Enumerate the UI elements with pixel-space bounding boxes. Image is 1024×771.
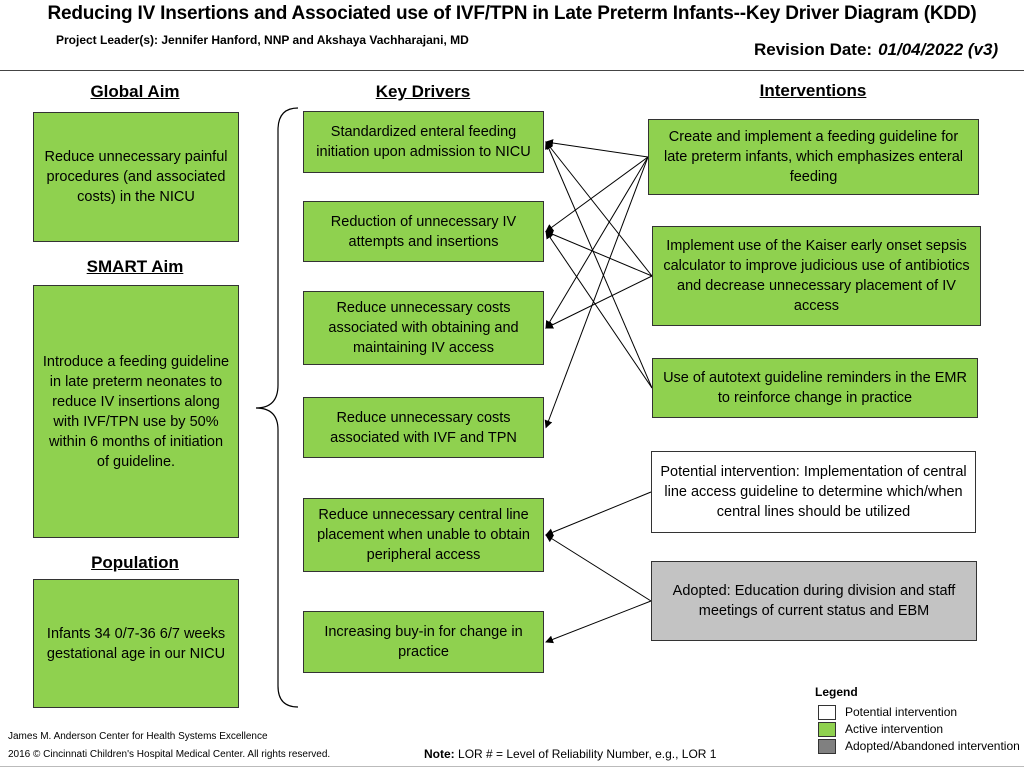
smart-aim-text: Introduce a feeding guideline in late pr… bbox=[42, 353, 230, 470]
header-divider bbox=[0, 70, 1024, 71]
link-intervention-3-driver-2 bbox=[545, 230, 653, 389]
driver-text: Standardized enteral feeding initiation … bbox=[316, 124, 531, 160]
population-box: Infants 34 0/7-36 6/7 weeks gestational … bbox=[33, 579, 239, 708]
link-intervention-3-driver-1 bbox=[545, 141, 653, 389]
revision-date: Revision Date: 01/04/2022 (v3) bbox=[754, 40, 998, 60]
driver-box-3: Reduce unnecessary costs associated with… bbox=[303, 291, 544, 365]
intervention-text: Create and implement a feeding guideline… bbox=[663, 129, 963, 185]
legend-title: Legend bbox=[815, 685, 858, 699]
driver-text: Increasing buy-in for change in practice bbox=[324, 624, 523, 660]
driver-box-1: Standardized enteral feeding initiation … bbox=[303, 111, 544, 173]
intervention-text: Potential intervention: Implementation o… bbox=[660, 464, 967, 520]
footer-note: Note: LOR # = Level of Reliability Numbe… bbox=[424, 747, 716, 761]
driver-box-2: Reduction of unnecessary IV attempts and… bbox=[303, 201, 544, 262]
legend-label-potential: Potential intervention bbox=[845, 705, 958, 719]
link-intervention-2-driver-1 bbox=[545, 141, 653, 277]
legend-label-adopted: Adopted/Abandoned intervention bbox=[845, 739, 1020, 753]
key-drivers-heading: Key Drivers bbox=[375, 82, 471, 101]
link-intervention-1-driver-1 bbox=[545, 139, 649, 158]
population-text: Infants 34 0/7-36 6/7 weeks gestational … bbox=[46, 625, 226, 662]
intervention-box-3: Use of autotext guideline reminders in t… bbox=[652, 358, 978, 418]
link-intervention-1-driver-2 bbox=[545, 156, 649, 233]
link-intervention-4-driver-5 bbox=[545, 491, 652, 537]
link-intervention-5-driver-5 bbox=[545, 534, 652, 602]
intervention-box-2: Implement use of the Kaiser early onset … bbox=[652, 226, 981, 326]
intervention-box-4: Potential intervention: Implementation o… bbox=[651, 451, 976, 533]
link-intervention-1-driver-3 bbox=[545, 156, 649, 329]
note-text: LOR # = Level of Reliability Number, e.g… bbox=[458, 747, 717, 761]
link-intervention-2-driver-2 bbox=[545, 230, 653, 277]
link-intervention-1-driver-4 bbox=[544, 156, 649, 429]
interventions-heading: Interventions bbox=[759, 81, 867, 100]
link-intervention-2-driver-3 bbox=[545, 275, 653, 329]
driver-text: Reduce unnecessary costs associated with… bbox=[328, 300, 519, 356]
footer-copyright: 2016 © Cincinnati Children's Hospital Me… bbox=[8, 749, 331, 760]
diagram-title: Reducing IV Insertions and Associated us… bbox=[47, 3, 977, 24]
global-aim-text: Reduce unnecessary painful procedures (a… bbox=[44, 149, 228, 205]
intervention-box-5: Adopted: Education during division and s… bbox=[651, 561, 977, 641]
legend-swatch-potential bbox=[818, 705, 836, 720]
revision-label: Revision Date: bbox=[754, 40, 873, 59]
smart-aim-heading: SMART Aim bbox=[86, 257, 184, 276]
note-label: Note: bbox=[424, 747, 455, 761]
legend-swatch-adopted bbox=[818, 739, 836, 754]
driver-box-5: Reduce unnecessary central line placemen… bbox=[303, 498, 544, 572]
global-aim-box: Reduce unnecessary painful procedures (a… bbox=[33, 112, 239, 242]
driver-box-4: Reduce unnecessary costs associated with… bbox=[303, 397, 544, 458]
driver-text: Reduce unnecessary costs associated with… bbox=[330, 409, 517, 446]
footer-organization: James M. Anderson Center for Health Syst… bbox=[8, 731, 268, 742]
intervention-text: Implement use of the Kaiser early onset … bbox=[663, 238, 970, 314]
legend-label-active: Active intervention bbox=[845, 722, 944, 736]
intervention-text: Adopted: Education during division and s… bbox=[672, 583, 956, 619]
legend-swatch-active bbox=[818, 722, 836, 737]
population-heading: Population bbox=[91, 553, 179, 572]
revision-date-value: 01/04/2022 (v3) bbox=[878, 40, 999, 59]
footer-divider bbox=[0, 766, 1024, 767]
driver-box-6: Increasing buy-in for change in practice bbox=[303, 611, 544, 673]
link-intervention-5-driver-6 bbox=[545, 600, 652, 644]
driver-text: Reduction of unnecessary IV attempts and… bbox=[330, 213, 517, 250]
intervention-text: Use of autotext guideline reminders in t… bbox=[663, 370, 967, 406]
driver-bracket bbox=[255, 107, 299, 708]
smart-aim-box: Introduce a feeding guideline in late pr… bbox=[33, 285, 239, 538]
global-aim-heading: Global Aim bbox=[90, 82, 180, 101]
driver-text: Reduce unnecessary central line placemen… bbox=[317, 507, 530, 563]
project-leaders: Project Leader(s): Jennifer Hanford, NNP… bbox=[56, 33, 469, 47]
intervention-box-1: Create and implement a feeding guideline… bbox=[648, 119, 979, 195]
